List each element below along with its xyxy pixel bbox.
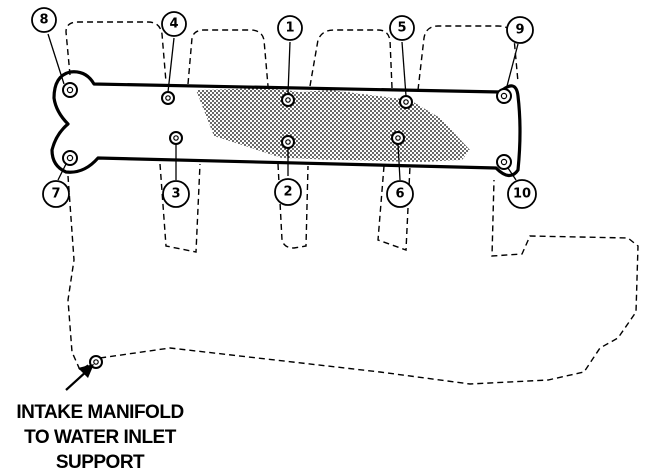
runner-top-4	[417, 25, 519, 91]
engine-outline-dashed	[65, 21, 639, 385]
caption-arrow	[65, 364, 94, 391]
bolt-10	[496, 154, 512, 170]
caption-line-3: SUPPORT	[56, 452, 145, 473]
flange-outline	[50, 70, 522, 178]
callout-1-label: 1	[285, 21, 294, 36]
callout-8-label: 8	[39, 13, 48, 28]
bolt-5	[399, 95, 413, 109]
caption-line-2: TO WATER INLET	[24, 427, 177, 448]
leader-lines	[47, 33, 519, 181]
leader-4	[167, 37, 175, 93]
bolt-4	[161, 91, 175, 105]
callout-10-label: 10	[513, 187, 531, 202]
callout-2-label: 2	[283, 185, 292, 200]
runner-bottom-3	[377, 165, 411, 251]
runner-top-1	[65, 21, 167, 83]
manifold-flange	[50, 70, 522, 178]
runner-bottom-2	[277, 163, 309, 249]
callout-3: 3	[162, 180, 190, 208]
leader-5	[401, 41, 407, 97]
bolt-8	[62, 82, 78, 98]
callout-1: 1	[277, 15, 303, 41]
bolt-6	[391, 131, 405, 145]
callout-2: 2	[274, 178, 302, 206]
callout-4-label: 4	[169, 17, 178, 32]
callout-7-label: 7	[51, 187, 60, 202]
bolt-1	[281, 93, 295, 107]
bolt-7	[62, 150, 78, 166]
bolt-group	[62, 82, 512, 369]
callout-6-label: 6	[395, 187, 404, 202]
flange-stipple-shading	[196, 88, 470, 162]
callout-10: 10	[507, 179, 537, 209]
callout-9-label: 9	[515, 23, 524, 38]
callout-5-label: 5	[397, 21, 406, 36]
runner-bottom-1	[159, 163, 201, 253]
callout-8: 8	[31, 7, 57, 33]
bolt-2	[281, 135, 295, 149]
callout-6: 6	[386, 180, 414, 208]
caption: INTAKE MANIFOLD TO WATER INLET SUPPORT	[16, 402, 184, 473]
runner-top-3	[309, 29, 393, 89]
leader-10	[507, 167, 517, 181]
runner-top-2	[187, 29, 269, 87]
callout-7: 7	[42, 180, 70, 208]
leader-6	[397, 143, 401, 181]
leader-8	[47, 33, 65, 85]
caption-line-1: INTAKE MANIFOLD	[16, 402, 183, 423]
callout-3-label: 3	[171, 187, 180, 202]
leader-1	[287, 41, 291, 95]
callout-9: 9	[506, 16, 534, 44]
leader-9	[505, 43, 519, 91]
bolt-9	[496, 88, 512, 104]
engine-block-outline	[67, 175, 639, 385]
callout-5: 5	[389, 15, 415, 41]
bolt-3	[169, 131, 183, 145]
callout-4: 4	[161, 11, 187, 37]
leader-7	[57, 163, 67, 181]
callout-group: 8 4 1 5 9 7 3 2 6 10	[31, 7, 537, 209]
